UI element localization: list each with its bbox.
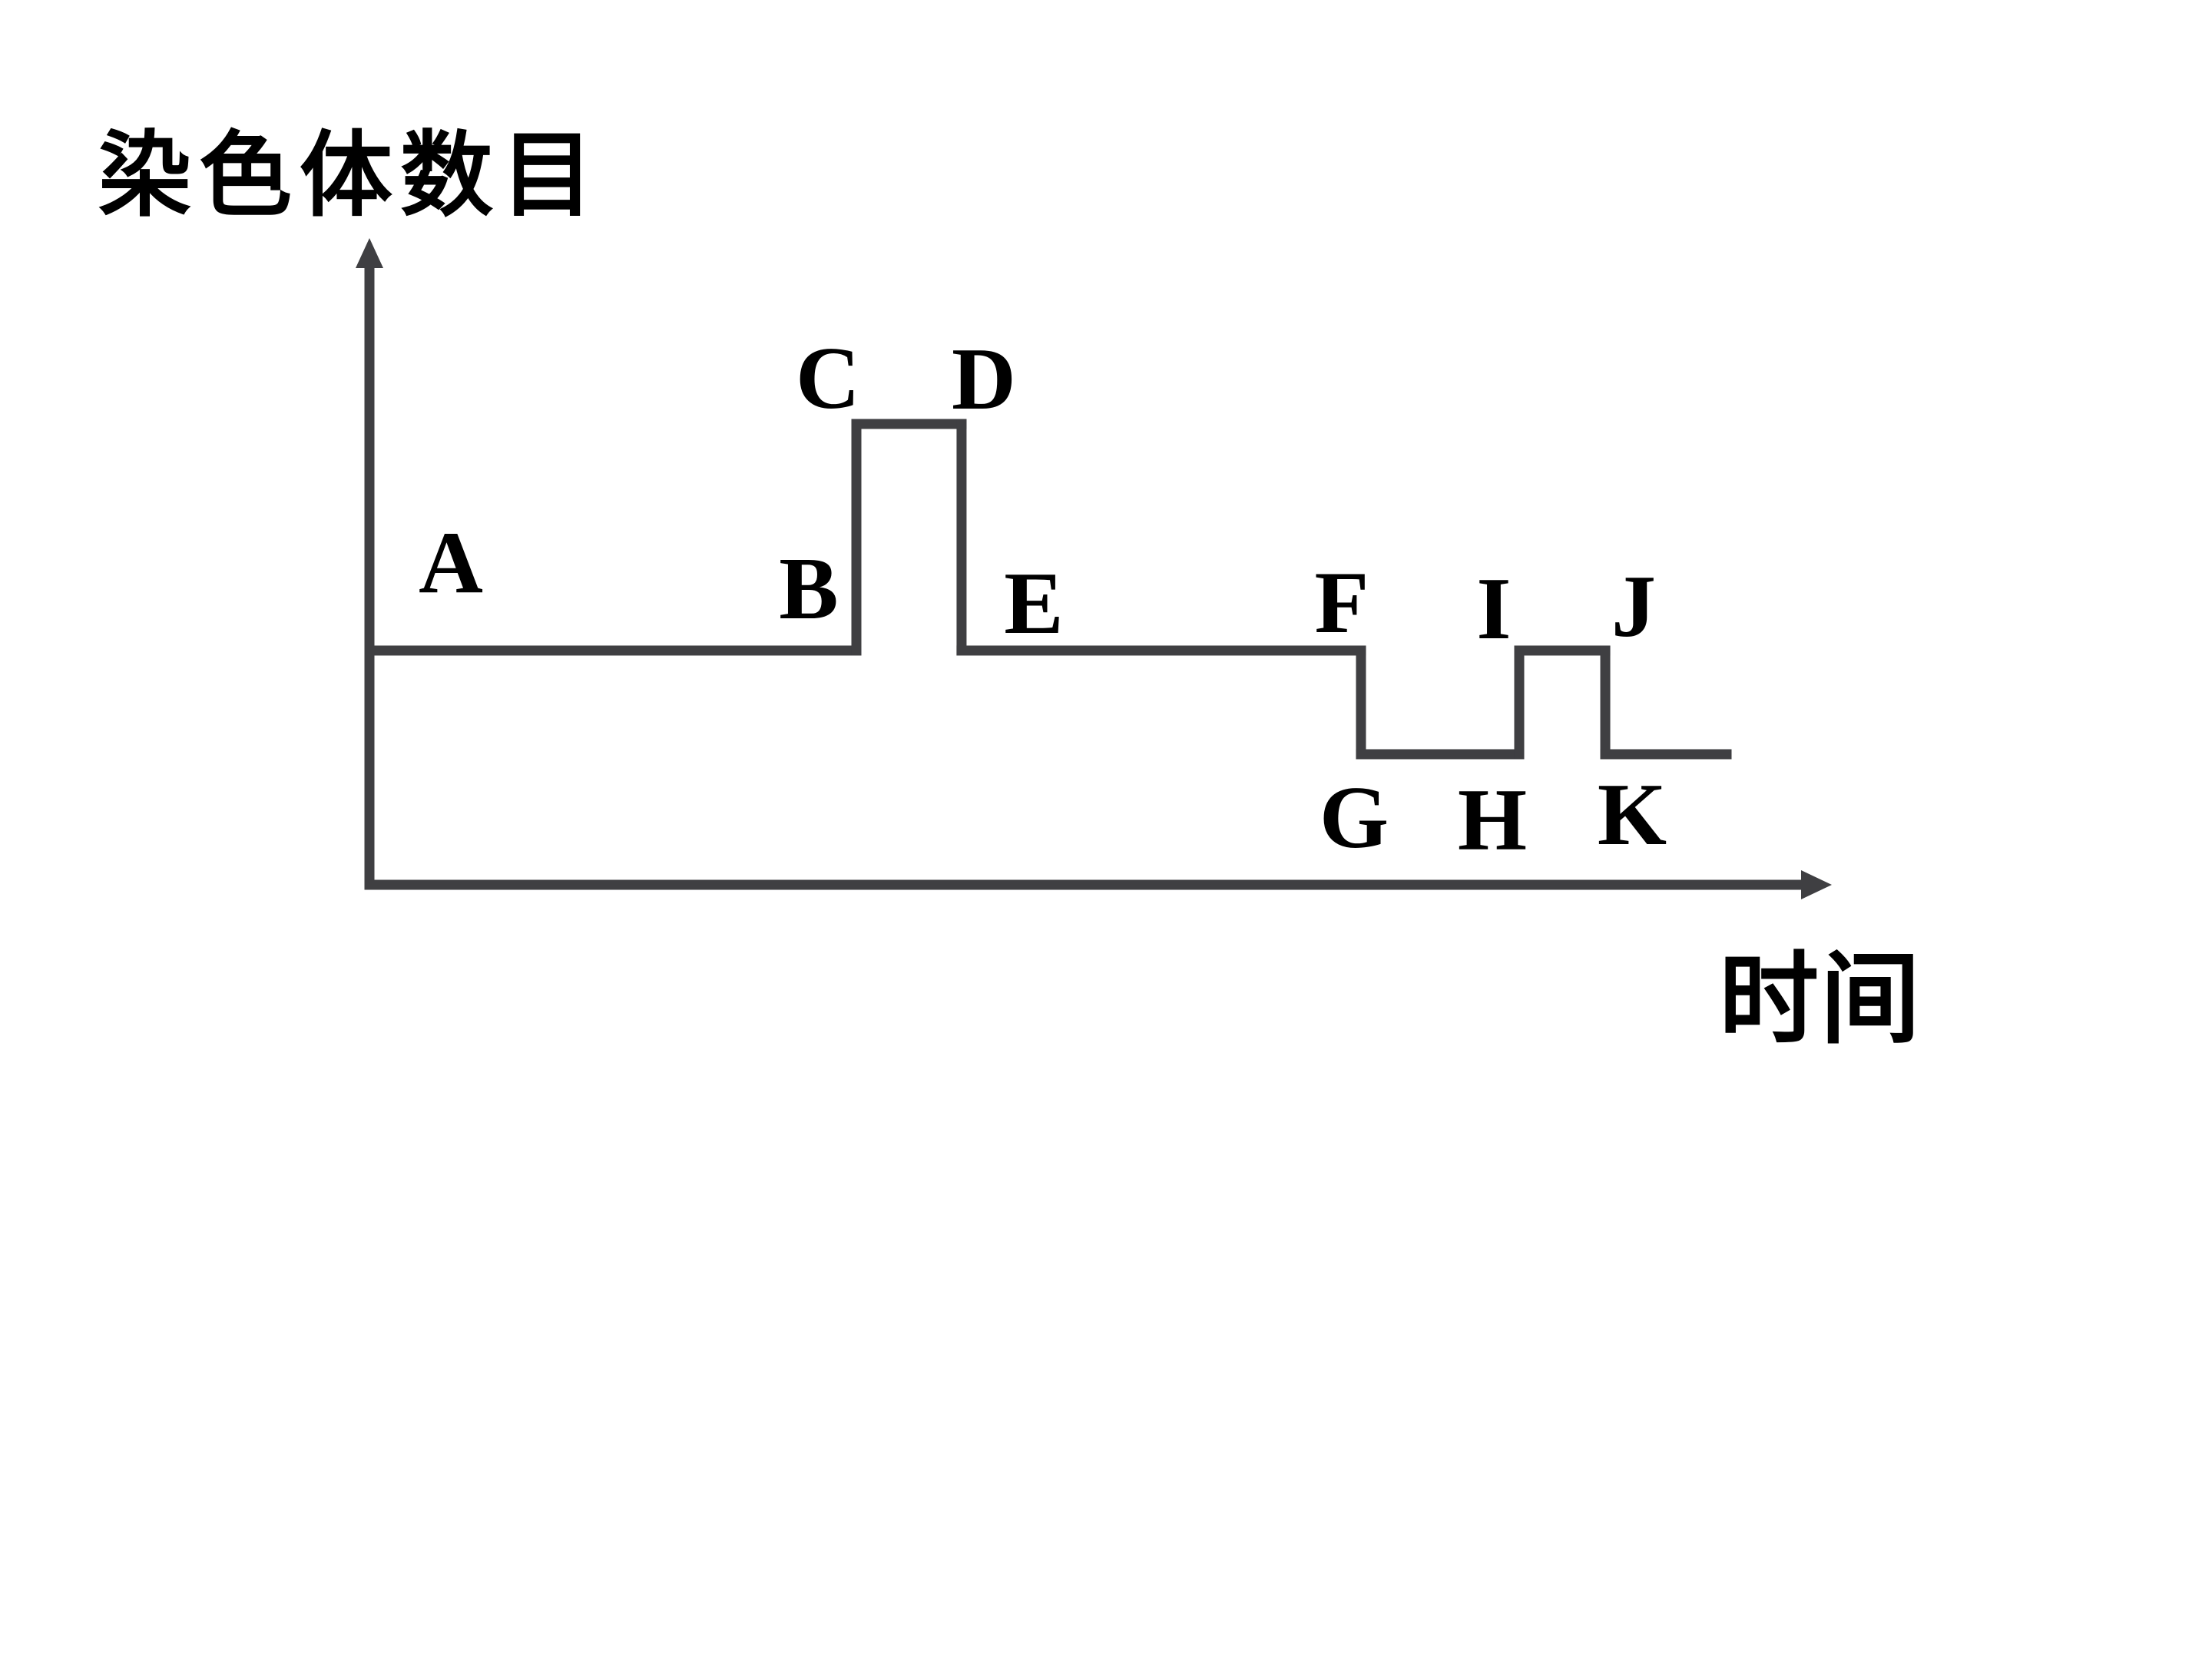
point-label-G: G xyxy=(1319,769,1389,867)
y-axis-arrow-icon xyxy=(356,238,383,268)
point-label-D: D xyxy=(952,330,1016,429)
step-line xyxy=(364,419,1732,760)
point-label-A: A xyxy=(419,514,483,612)
x-axis-title: 时间 xyxy=(1719,943,1922,1055)
point-label-H: H xyxy=(1457,771,1528,869)
point-label-F: F xyxy=(1314,554,1369,652)
point-label-I: I xyxy=(1476,560,1512,658)
point-label-C: C xyxy=(796,329,860,428)
point-label-E: E xyxy=(1004,555,1064,653)
x-axis-arrow-icon xyxy=(1801,870,1832,899)
point-label-B: B xyxy=(779,540,839,638)
y-axis-title: 染色体数目 xyxy=(98,123,602,227)
point-label-J: J xyxy=(1611,558,1656,656)
point-label-K: K xyxy=(1597,766,1667,864)
